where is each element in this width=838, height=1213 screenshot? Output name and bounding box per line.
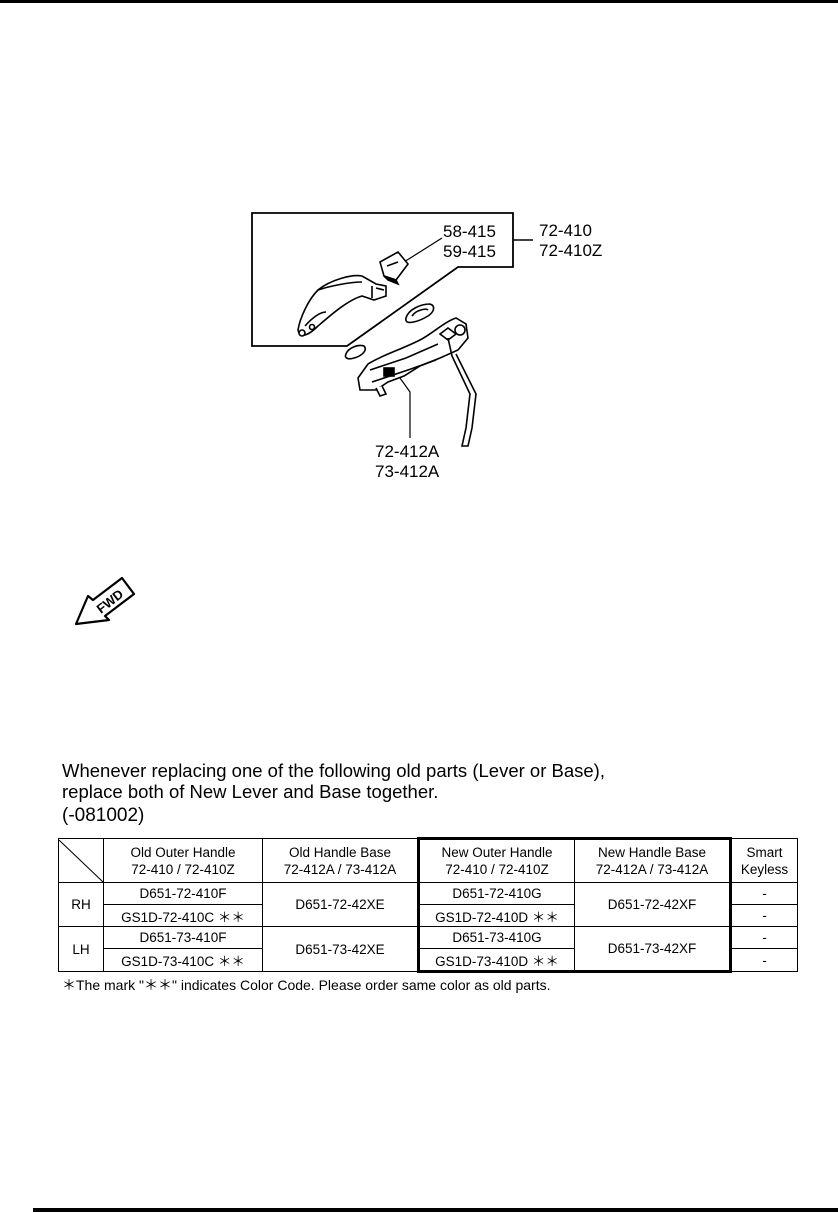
new-handle-cell: D651-72-410G bbox=[417, 882, 575, 905]
top-rule bbox=[0, 0, 838, 3]
old-handle-cell: D651-72-410F bbox=[103, 882, 263, 905]
header-new-outer-handle: New Outer Handle 72-410 / 72-410Z bbox=[417, 837, 575, 883]
callout-clip-a: 58-415 bbox=[443, 222, 496, 241]
new-handle-cell: D651-73-410G bbox=[417, 926, 575, 949]
smart-keyless-cell: - bbox=[730, 926, 798, 949]
new-base-cell: D651-72-42XF bbox=[574, 882, 732, 927]
effective-date: (-081002) bbox=[62, 805, 145, 826]
group-bracket bbox=[251, 212, 514, 347]
table-row: LH D651-73-410F D651-73-42XE D651-73-410… bbox=[58, 926, 798, 973]
replacement-note-line2: replace both of New Lever and Base toget… bbox=[62, 781, 439, 802]
outer-handle-part bbox=[297, 274, 387, 337]
side-lh: LH bbox=[58, 926, 104, 972]
old-handle-cell: GS1D-73-410C ＊＊ bbox=[103, 948, 263, 972]
handle-cap-part bbox=[379, 250, 410, 286]
replacement-note-line1: Whenever replacing one of the following … bbox=[62, 760, 605, 781]
color-code-footnote: ＊The mark "＊＊" indicates Color Code. Ple… bbox=[62, 977, 551, 993]
table-row: GS1D-73-410C ＊＊ GS1D-73-410D ＊＊ - bbox=[59, 948, 798, 973]
smart-keyless-cell: - bbox=[730, 948, 798, 972]
new-handle-cell: GS1D-73-410D ＊＊ bbox=[417, 948, 575, 973]
exploded-parts-diagram: 58-415 59-415 72-410 72-410Z 72 bbox=[74, 212, 602, 626]
header-smart-keyless: Smart Keyless bbox=[730, 838, 798, 883]
fwd-arrow-icon: FWD bbox=[74, 576, 136, 626]
callout-handle-a: 72-410 bbox=[539, 221, 592, 240]
handle-base-part bbox=[357, 317, 469, 397]
smart-keyless-cell: - bbox=[730, 904, 798, 927]
table-row: GS1D-72-410C ＊＊ GS1D-72-410D ＊＊ - bbox=[59, 904, 798, 927]
gasket-parts bbox=[344, 303, 435, 360]
header-old-outer-handle: Old Outer Handle 72-410 / 72-410Z bbox=[103, 838, 263, 883]
old-base-cell: D651-72-42XE bbox=[262, 882, 419, 927]
callout-clip-b: 59-415 bbox=[443, 242, 496, 261]
new-base-cell: D651-73-42XF bbox=[574, 926, 732, 973]
old-handle-cell: GS1D-72-410C ＊＊ bbox=[103, 904, 263, 927]
header-old-handle-base: Old Handle Base 72-412A / 73-412A bbox=[262, 838, 419, 883]
bottom-rule bbox=[33, 1208, 838, 1212]
callout-base-a: 72-412A bbox=[375, 442, 440, 461]
table-header-row: Old Outer Handle 72-410 / 72-410Z Old Ha… bbox=[58, 837, 798, 883]
side-rh: RH bbox=[58, 882, 104, 927]
header-new-handle-base: New Handle Base 72-412A / 73-412A bbox=[574, 837, 732, 883]
parts-table: Old Outer Handle 72-410 / 72-410Z Old Ha… bbox=[58, 837, 798, 973]
old-handle-cell: D651-73-410F bbox=[103, 926, 263, 949]
new-handle-cell: GS1D-72-410D ＊＊ bbox=[417, 904, 575, 927]
connecting-rod bbox=[447, 337, 477, 447]
callout-base-b: 73-412A bbox=[375, 462, 440, 481]
table-row: RH D651-72-410F D651-72-42XE D651-72-410… bbox=[58, 882, 798, 927]
corner-cell bbox=[58, 838, 104, 883]
callout-handle-b: 72-410Z bbox=[539, 241, 602, 260]
smart-keyless-cell: - bbox=[730, 882, 798, 905]
old-base-cell: D651-73-42XE bbox=[262, 926, 419, 972]
